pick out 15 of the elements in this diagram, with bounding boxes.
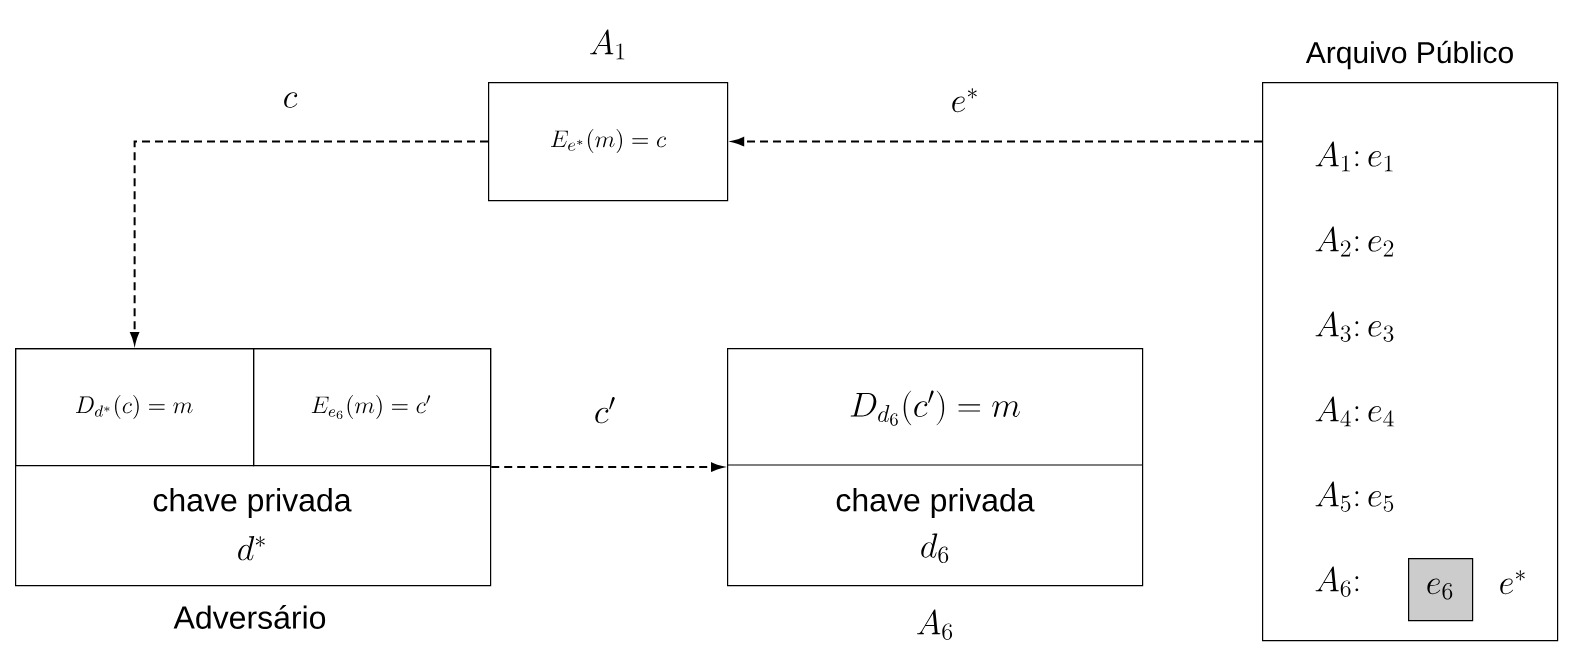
process-box: $D_{d_6}(c') = m$ chave privada $d_6$ $A_6$ [726, 348, 1144, 640]
table-cell: $D_{d^*}(c) = m$ [15, 348, 255, 467]
edge-label: $c'$ [591, 395, 619, 425]
edge-label: $c$ [280, 90, 300, 110]
node-label: $A_1$ [590, 29, 625, 60]
highlighted-entry-box: $e_6$ $e^*$ [1408, 558, 1525, 622]
node-label: Adversário [173, 605, 326, 629]
node-label: Arquivo Público [1305, 40, 1513, 70]
table-cell: $E_{e_6}(m) = c'$ [253, 348, 492, 467]
process-box: $A_1$ $E_{e^*}(m) = c$ [488, 29, 729, 202]
arrow [490, 462, 724, 472]
node-label: $e^*$ [1500, 570, 1525, 595]
node-label: $A_6$ [917, 609, 953, 640]
arrow [130, 140, 489, 345]
edge-label: $e^*$ [948, 86, 982, 114]
